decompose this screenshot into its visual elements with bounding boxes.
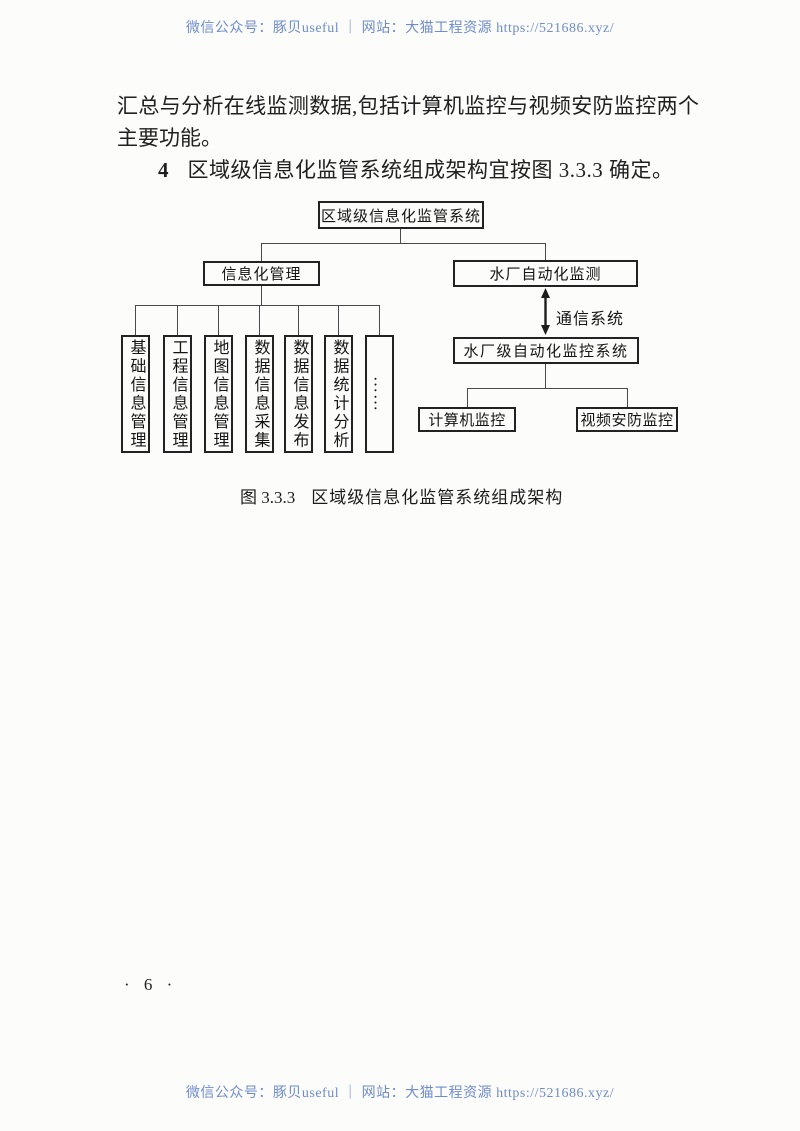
box-basic-info-management: 基础信息管理 — [121, 335, 150, 453]
connector-line — [261, 243, 262, 261]
connector-line — [135, 305, 380, 306]
comm-system-label: 通信系统 — [556, 311, 625, 328]
box-data-statistics-analysis: 数据统计分析 — [324, 335, 353, 453]
connector-line — [545, 243, 546, 260]
clause-number: 4 — [158, 158, 169, 182]
box-basic-info-management-label: 基础信息管理 — [127, 338, 145, 450]
double-arrow-icon — [541, 288, 550, 335]
box-ellipsis: …… — [365, 335, 394, 453]
box-map-info-management: 地图信息管理 — [204, 335, 233, 453]
figure-caption-title: 区域级信息化监管系统组成架构 — [311, 488, 564, 507]
box-data-info-publishing-label: 数据信息发布 — [290, 338, 308, 450]
promo-footer-text: 微信公众号：豚贝useful ｜ 网站：大猫工程资源 https://52168… — [185, 1086, 615, 1101]
connector-line — [261, 286, 262, 305]
connector-line — [467, 388, 627, 389]
connector-line — [259, 305, 260, 335]
box-video-security-monitoring: 视频安防监控 — [576, 407, 678, 432]
connector-line — [338, 305, 339, 335]
connector-line — [177, 305, 178, 335]
promo-header-text: 微信公众号：豚贝useful ｜ 网站：大猫工程资源 https://52168… — [185, 21, 615, 36]
box-data-statistics-analysis-label: 数据统计分析 — [330, 338, 348, 450]
connector-line — [218, 305, 219, 335]
ellipsis-label: …… — [370, 376, 390, 412]
figure-caption-label: 图 3.3.3 — [240, 488, 296, 507]
connector-line — [627, 388, 628, 407]
box-data-info-collection-label: 数据信息采集 — [251, 338, 269, 450]
box-info-management: 信息化管理 — [203, 261, 320, 286]
page-number: · 6 · — [124, 975, 178, 994]
connector-line — [379, 305, 380, 335]
box-project-info-management: 工程信息管理 — [163, 335, 192, 453]
box-computer-monitoring: 计算机监控 — [418, 407, 516, 432]
clause-line: 4 区域级信息化监管系统组成架构宜按图 3.3.3 确定。 — [117, 154, 699, 186]
box-data-info-publishing: 数据信息发布 — [284, 335, 313, 453]
connector-line — [298, 305, 299, 335]
box-plant-auto-monitoring: 水厂自动化监测 — [453, 260, 638, 287]
box-project-info-management-label: 工程信息管理 — [169, 338, 187, 450]
connector-line — [545, 364, 546, 388]
box-data-info-collection: 数据信息采集 — [245, 335, 274, 453]
connector-line — [135, 305, 136, 335]
box-plant-level-scada-system: 水厂级自动化监控系统 — [453, 337, 639, 364]
body-text-block: 汇总与分析在线监测数据,包括计算机监控与视频安防监控两个主要功能。 4 区域级信息… — [117, 90, 699, 186]
clause-text: 区域级信息化监管系统组成架构宜按图 3.3.3 确定。 — [187, 158, 674, 182]
connector-line — [400, 229, 401, 243]
connector-line — [467, 388, 468, 407]
box-regional-info-supervision-system: 区域级信息化监管系统 — [318, 201, 484, 229]
connector-line — [261, 243, 546, 244]
box-map-info-management-label: 地图信息管理 — [210, 338, 228, 450]
paragraph-text: 汇总与分析在线监测数据,包括计算机监控与视频安防监控两个主要功能。 — [117, 94, 699, 150]
figure-caption: 图 3.3.3 区域级信息化监管系统组成架构 — [240, 483, 563, 508]
